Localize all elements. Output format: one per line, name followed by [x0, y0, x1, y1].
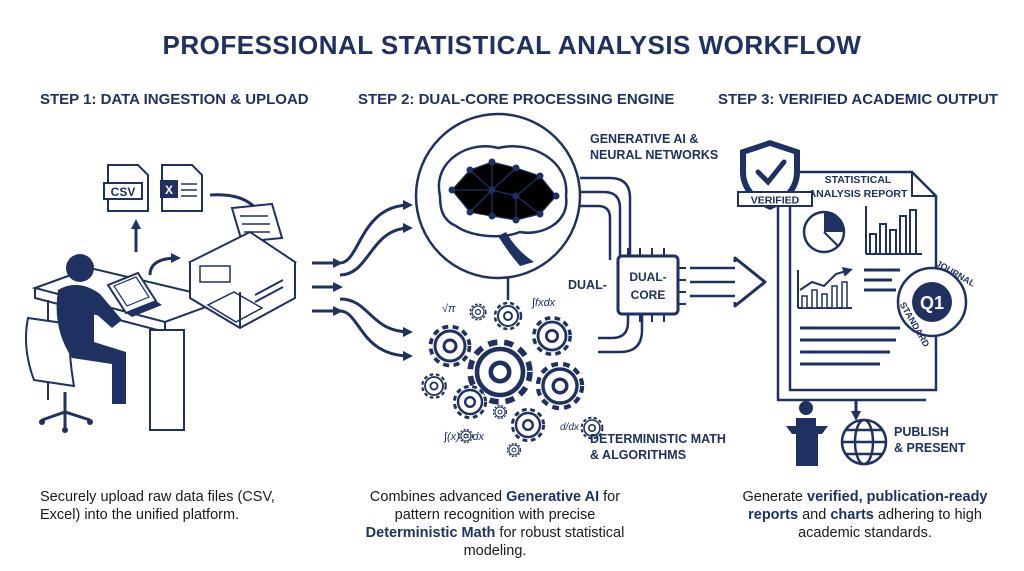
step3-desc-bold-2: charts	[830, 507, 874, 523]
seal-q1: Q1	[920, 293, 944, 313]
step3-desc-text-3: adhering to high academic standards.	[798, 507, 982, 541]
step3-description: Generate verified, publication-ready rep…	[730, 488, 1000, 542]
laptop-icon	[106, 271, 162, 317]
dual-core-chip: DUAL- CORE	[616, 248, 686, 322]
chip-label-line1: DUAL-	[629, 270, 666, 284]
math-label-line1: DETERMINISTIC MATH	[590, 432, 726, 446]
verified-shield-icon: VERIFIED	[737, 140, 813, 210]
file-excel-icon: X	[160, 164, 203, 212]
step2-desc-text-3: for robust statistical modeling.	[463, 525, 625, 559]
dual-label: DUAL-	[568, 278, 607, 292]
formula-function: ∫(x) = dx	[443, 431, 484, 443]
scanner-icon	[187, 202, 297, 330]
math-label: DETERMINISTIC MATH & ALGORITHMS	[590, 431, 726, 463]
brain-network-icon	[437, 145, 568, 266]
file-csv-icon: CSV	[103, 164, 149, 212]
pie-chart-icon	[802, 210, 846, 254]
page-title: PROFESSIONAL STATISTICAL ANALYSIS WORKFL…	[162, 30, 862, 60]
ai-label-line2: NEURAL NETWORKS	[590, 148, 719, 162]
upload-right-arrow	[148, 253, 181, 276]
report-title-line2: ANALYSIS REPORT	[809, 188, 908, 200]
step2-desc-text-2: for pattern recognition with precise	[394, 489, 621, 523]
person-icon	[56, 254, 126, 404]
step1-heading: STEP 1: DATA INGESTION & UPLOAD	[40, 91, 309, 108]
connector-pipes	[506, 176, 644, 354]
step3-heading: STEP 3: VERIFIED ACADEMIC OUTPUT	[718, 91, 999, 108]
ai-label-line1: GENERATIVE AI &	[590, 132, 699, 146]
line-chart-icon	[797, 267, 853, 309]
step2-desc-bold-1: Generative AI	[506, 489, 600, 505]
step2-description: Combines advanced Generative AI for patt…	[350, 488, 640, 560]
chip-label-line2: CORE	[631, 288, 666, 302]
formula-integral: ∫fxdx	[531, 297, 556, 309]
formula-derivative: d/dx	[560, 422, 580, 433]
report-title-line1: STATISTICAL	[825, 174, 892, 186]
step2-to-step3-arrow	[690, 256, 767, 308]
verified-badge-label: VERIFIED	[751, 195, 800, 207]
report-text-lines	[800, 268, 900, 366]
step3-desc-text-1: Generate	[742, 489, 807, 505]
csv-label: CSV	[111, 185, 136, 199]
math-label-line2: & ALGORITHMS	[590, 448, 687, 462]
podium-icon	[786, 401, 828, 466]
step3-desc-text-2: and	[798, 507, 831, 523]
step2-desc-text-1: Combines advanced	[369, 489, 507, 505]
step2-desc-bold-2: Deterministic Math	[365, 525, 496, 541]
publish-label-2: & PRESENT	[894, 441, 966, 455]
ai-label: GENERATIVE AI & NEURAL NETWORKS	[590, 131, 718, 163]
step1-to-step2-arrows	[312, 200, 413, 361]
formula-sqrt: √π	[442, 303, 456, 315]
bar-chart-icon	[865, 206, 922, 255]
step2-heading: STEP 2: DUAL-CORE PROCESSING ENGINE	[358, 91, 675, 108]
excel-label: X	[165, 183, 173, 197]
step3-desc-bold-1: verified, publication-ready reports	[748, 489, 988, 523]
publish-label-1: PUBLISH	[894, 425, 949, 439]
step1-description: Securely upload raw data files (CSV, Exc…	[40, 489, 275, 523]
globe-icon	[840, 418, 888, 466]
